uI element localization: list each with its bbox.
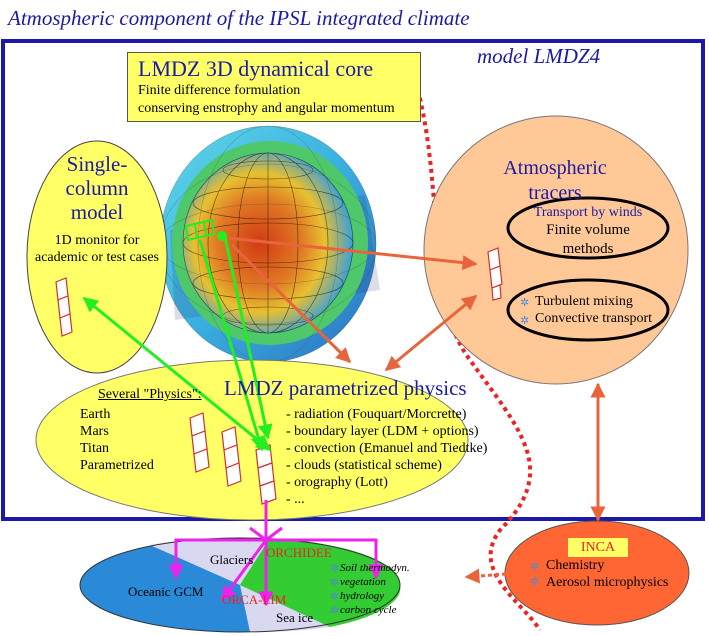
star-icon: ✲ (520, 296, 529, 309)
arrow-inca-to-surface (464, 568, 507, 584)
mixing-ellipse (506, 278, 670, 342)
physics-title: LMDZ parametrized physics (224, 376, 467, 400)
arrow-tracers-to-physics (384, 294, 478, 372)
dynamical-core-title: LMDZ 3D dynamical core (138, 56, 374, 81)
arrow-physics-to-surface-frame (174, 538, 378, 560)
tracers-title: Atmospheric tracers (503, 157, 607, 204)
oceanic-label: Oceanic GCM (128, 584, 204, 599)
arrow-globe-to-physics-a (198, 239, 266, 452)
title-line-2: model LMDZ4 (477, 44, 601, 68)
transport-title: Transport by winds (533, 205, 643, 220)
star-icon: ✲ (330, 604, 339, 617)
inca-items: Chemistry Aerosol microphysics (546, 558, 669, 590)
column-icon-single (55, 277, 73, 337)
single-column-title: Single- column model (65, 152, 129, 224)
orchidee-label: ORCHIDEE (266, 545, 332, 560)
title-line-1: Atmospheric component of the IPSL integr… (8, 6, 470, 30)
star-icon: ✲ (330, 576, 339, 589)
star-icon: ✲ (330, 590, 339, 603)
star-icon: ✲ (330, 562, 339, 575)
column-icon-tracers (487, 247, 503, 301)
transport-ellipse (506, 196, 670, 260)
seaice-label: Sea ice (276, 610, 314, 625)
physics-planets: Earth Mars Titan Parametrized (80, 407, 154, 473)
arrow-globe-to-physics-b (223, 236, 273, 440)
main-frame (1, 39, 705, 521)
surface-ellipse (79, 537, 401, 633)
dynamical-core-line-1: Finite difference formulation (138, 83, 301, 98)
mixing-box: Turbulent mixing Convective transport (535, 294, 653, 326)
inca-title: INCA (568, 538, 628, 557)
glaciers-label: Glaciers (210, 552, 254, 567)
physics-header: Several "Physics": (98, 387, 202, 402)
orca-label: ORCA-LIM (222, 592, 287, 607)
globe-illustration (159, 125, 380, 363)
single-column-desc: 1D monitor for academic or test cases (35, 233, 159, 265)
arrow-globe-to-single-column (82, 296, 272, 452)
physics-items: - radiation (Fouquart/Morcrette) - bound… (286, 407, 488, 507)
orchidee-items: Soil thermodyn. vegetation hydrology car… (340, 562, 410, 616)
dynamical-core-box: LMDZ 3D dynamical core Finite difference… (127, 52, 421, 122)
star-icon: ✲ (530, 575, 539, 588)
star-icon: ✲ (520, 314, 529, 327)
tracers-ellipse (423, 115, 689, 385)
dynamical-core-line-2: conserving enstrophy and angular momentu… (138, 101, 395, 116)
transport-box: Transport by winds Finite volume methods (508, 204, 668, 259)
arrow-globe-to-tracers (227, 236, 478, 271)
arrow-globe-to-physics-c (230, 243, 352, 364)
star-icon: ✲ (530, 560, 539, 573)
